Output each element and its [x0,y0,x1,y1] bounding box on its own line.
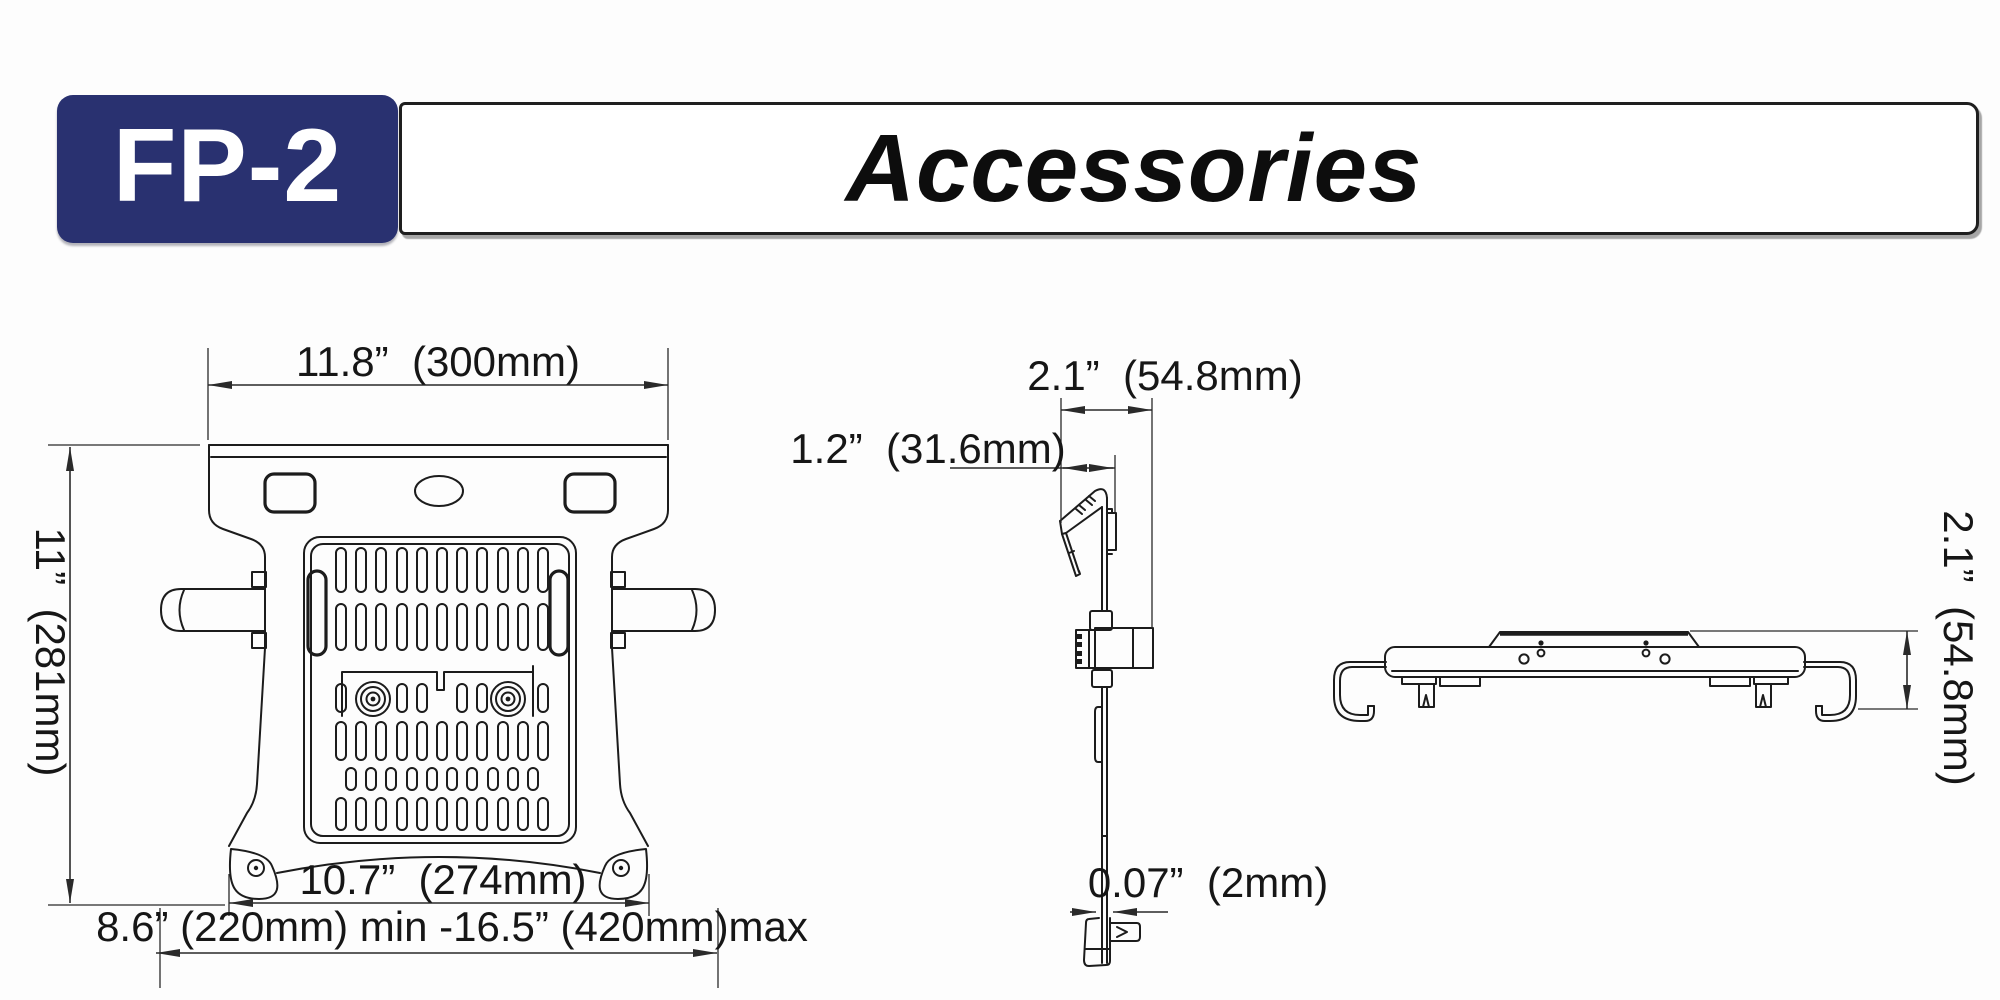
title-panel: Accessories [399,102,1979,235]
dim-side-thickness: 0.07” (2mm) [1088,859,1328,906]
front-panel-slots [335,547,549,831]
dim-front-feet-width: 10.7” (274mm) [299,856,586,903]
dim-rear-height: 2.1” (54.8mm) [1935,510,1982,785]
side-view-drawing: 2.1” (54.8mm) 1.2” (31.6mm) 0.07” (2mm) [790,352,1328,967]
model-label: FP-2 [112,108,343,224]
model-badge: FP-2 [57,95,398,243]
dim-side-hook: 1.2” (31.6mm) [790,425,1065,472]
front-screw-right [490,681,526,717]
front-screw-left [355,681,391,717]
dim-front-height: 11” (281mm) [27,528,74,777]
front-view-drawing: 11.8” (300mm) 11” (281mm) 10.7” (274mm) … [27,338,808,988]
page-title: Accessories [845,114,1423,222]
dim-side-depth: 2.1” (54.8mm) [1027,352,1302,399]
dim-front-range: 8.6” (220mm) min -16.5” (420mm)max [96,903,808,950]
dim-front-width: 11.8” (300mm) [296,338,580,385]
rear-view-drawing: 2.1” (54.8mm) [1333,510,1982,786]
